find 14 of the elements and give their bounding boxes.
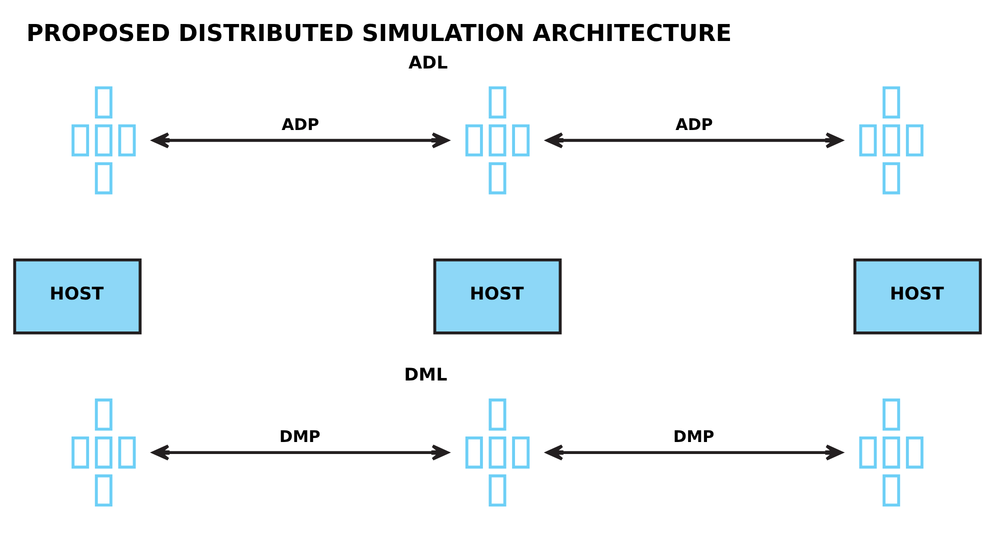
arrow [152,444,449,460]
node-box: HOST [853,258,982,334]
edge-label: ADP [675,114,713,134]
arrow [546,444,843,460]
arrow [546,132,843,148]
arrow [152,132,449,148]
node-box: HOST [433,258,562,334]
node-label: ADL [408,52,448,73]
diagram-title: PROPOSED DISTRIBUTED SIMULATION ARCHITECTURE [26,18,732,46]
edge-label: DMP [279,426,320,446]
node-box: HOST [13,258,142,334]
edge-label: DMP [673,426,714,446]
node-label: DML [404,364,448,385]
edge-label: ADP [282,114,320,134]
